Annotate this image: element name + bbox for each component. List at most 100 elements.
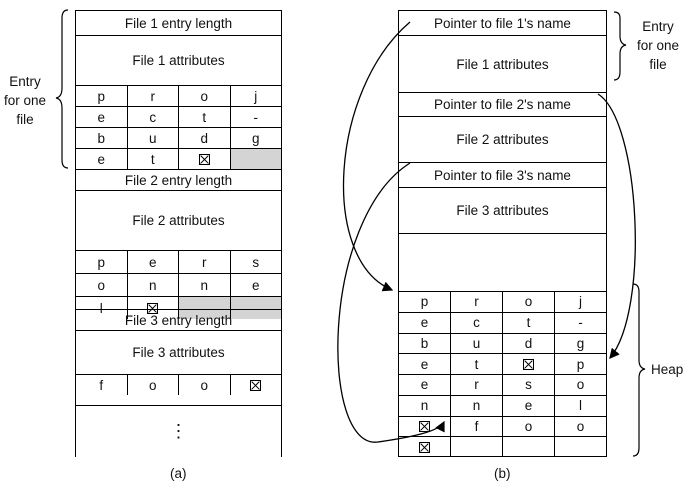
char-cell: t bbox=[450, 354, 502, 374]
char-cell: j bbox=[229, 86, 282, 106]
char-cell: d bbox=[178, 128, 230, 148]
char-cell: t bbox=[126, 149, 179, 169]
string-terminator-icon bbox=[229, 375, 282, 395]
char-cell: o bbox=[502, 292, 554, 312]
char-cell: e bbox=[126, 251, 179, 273]
char-cell: f bbox=[99, 377, 104, 393]
table-bottom-edge bbox=[399, 456, 606, 457]
char-cell: o bbox=[178, 86, 230, 106]
entry-brace-label-a: Entry for one file bbox=[3, 74, 47, 127]
char-cell: o bbox=[178, 375, 230, 395]
char-cell: l bbox=[554, 395, 606, 416]
char-cell: p bbox=[420, 294, 429, 310]
string-terminator-icon bbox=[178, 149, 230, 169]
char-cell: o bbox=[502, 416, 554, 437]
file1-attributes-b: File 1 attributes bbox=[399, 35, 606, 92]
file1-attributes: File 1 attributes bbox=[76, 35, 281, 85]
char-cell: d bbox=[502, 333, 554, 354]
file3-attributes: File 3 attributes bbox=[76, 330, 281, 374]
char-cell bbox=[450, 437, 502, 457]
char-cell: p bbox=[554, 354, 606, 374]
char-cell: c bbox=[126, 107, 179, 127]
pointer-file3-name: Pointer to file 3's name bbox=[399, 162, 606, 187]
char-cell: p bbox=[97, 88, 105, 104]
padding-cell bbox=[178, 297, 230, 319]
string-terminator-icon bbox=[399, 417, 450, 437]
directory-table-a: File 1 entry length File 1 attributes p r… bbox=[75, 10, 282, 457]
char-cell: e bbox=[229, 274, 282, 296]
file3-entry-length: File 3 entry length bbox=[76, 309, 281, 330]
char-cell: o bbox=[97, 277, 105, 293]
arrow-file2-name bbox=[597, 93, 636, 360]
char-cell: l bbox=[99, 300, 103, 316]
entry-brace-b bbox=[613, 11, 627, 81]
file3-attributes-b: File 3 attributes bbox=[399, 187, 606, 233]
arrow-file1-name bbox=[342, 21, 411, 292]
char-cell: e bbox=[420, 356, 429, 372]
entry-brace-label-b: Entry for one file bbox=[636, 19, 680, 72]
char-cell: e bbox=[420, 377, 429, 393]
char-cell: b bbox=[97, 130, 105, 146]
char-cell: o bbox=[554, 375, 606, 395]
char-cell: r bbox=[126, 86, 179, 106]
char-cell: n bbox=[178, 274, 230, 296]
padding-cell bbox=[229, 297, 281, 319]
file2-attributes-b: File 2 attributes bbox=[399, 116, 606, 162]
empty-slot bbox=[399, 233, 606, 291]
char-cell: p bbox=[97, 254, 105, 270]
char-cell: j bbox=[554, 292, 606, 312]
string-terminator-icon bbox=[399, 437, 450, 457]
caption-a: (a) bbox=[170, 466, 187, 481]
heap-label: Heap bbox=[651, 362, 684, 377]
file2-entry-length: File 2 entry length bbox=[76, 169, 281, 190]
char-cell: n bbox=[450, 395, 502, 416]
table-continuation: ⋮ bbox=[76, 405, 281, 457]
heap-brace bbox=[632, 283, 646, 457]
char-cell: c bbox=[450, 312, 502, 333]
char-cell: f bbox=[450, 416, 502, 437]
char-cell: t bbox=[178, 107, 230, 127]
directory-table-b: Pointer to file 1's name File 1 attribut… bbox=[398, 10, 607, 457]
char-cell: o bbox=[554, 416, 606, 437]
file2-attributes: File 2 attributes bbox=[76, 190, 281, 250]
char-cell: g bbox=[229, 128, 282, 148]
padding-cell bbox=[229, 149, 281, 169]
char-cell: u bbox=[126, 128, 179, 148]
char-cell: o bbox=[126, 375, 179, 395]
char-cell: - bbox=[229, 107, 282, 127]
char-cell: u bbox=[450, 333, 502, 354]
char-cell: r bbox=[450, 375, 502, 395]
char-cell: g bbox=[554, 333, 606, 354]
char-cell: e bbox=[97, 151, 105, 167]
file2-name-row: l bbox=[76, 296, 281, 319]
file1-entry-length: File 1 entry length bbox=[76, 10, 281, 35]
char-cell bbox=[502, 437, 554, 457]
char-cell: e bbox=[502, 395, 554, 416]
heap-row bbox=[399, 436, 606, 457]
caption-b: (b) bbox=[494, 466, 511, 481]
string-terminator-icon bbox=[126, 297, 179, 319]
left-brace bbox=[55, 9, 69, 169]
char-cell: s bbox=[502, 375, 554, 395]
string-terminator-icon bbox=[502, 354, 554, 374]
char-cell bbox=[554, 437, 606, 457]
char-cell: r bbox=[178, 251, 230, 273]
char-cell: n bbox=[126, 274, 179, 296]
char-cell: - bbox=[554, 312, 606, 333]
